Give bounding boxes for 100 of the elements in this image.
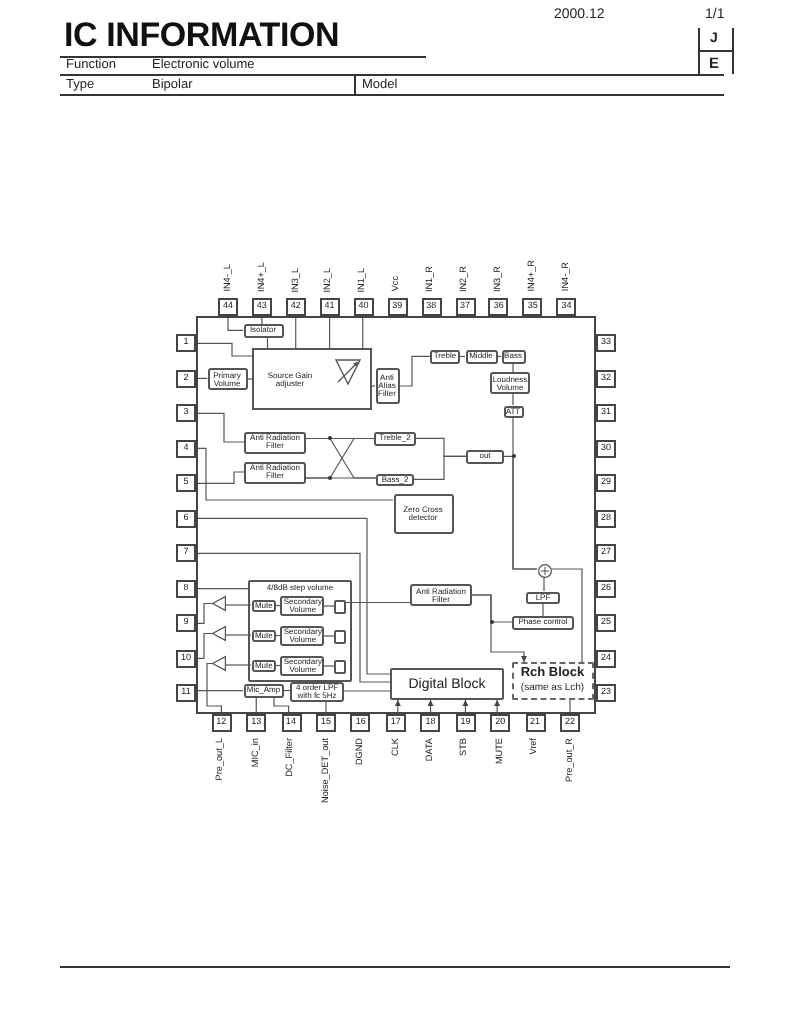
pin-box [176,404,196,423]
connector-line [195,517,391,675]
connector-line [206,662,222,715]
pin-box [353,298,374,316]
pin-box [176,474,196,493]
function-block [376,473,414,486]
pin-box [251,298,272,316]
connector-line [274,634,281,637]
function-block [390,668,504,700]
arrow [427,699,434,715]
chip-outline [196,316,596,714]
function-block [393,494,453,534]
page-title: IC INFORMATION [64,18,340,52]
connector-line [225,634,252,636]
connector-line [325,701,327,715]
pin-box [385,714,406,732]
pin-box [596,544,616,563]
pin-box [176,509,196,528]
pin-box [596,474,616,493]
pin-box [488,298,509,316]
connector-line [195,471,245,484]
pin-box [420,714,441,732]
connector-line [345,601,411,604]
amplifier-triangle [212,596,226,611]
pin-box [596,369,616,388]
connector-line [543,576,545,592]
connector-line [273,696,290,715]
arrow [462,699,469,715]
summing-junction [537,563,551,577]
pin-box [596,404,616,423]
pin-box [556,298,577,316]
small-block [334,599,347,614]
arrow [494,699,501,715]
pin-box [596,439,616,458]
connector-line [195,690,244,692]
pin-box [387,298,408,316]
connector-line [323,635,335,637]
pin-box [281,714,302,732]
connector-line [195,588,249,590]
connector-line [195,552,391,683]
connector-line [512,362,514,373]
connector-line [195,602,213,624]
connector-line [195,412,245,443]
connector-line [512,393,514,406]
connector-line [266,336,269,349]
connector-line [274,664,281,667]
connector-line [413,455,467,480]
function-block [512,616,574,629]
connector-line [503,455,538,570]
small-block [334,629,347,644]
pin-box [596,579,616,598]
connector-line [195,632,213,659]
group-box [248,580,352,681]
pin-box [176,544,196,563]
connector-line [225,664,252,666]
connector-line [496,355,502,358]
pin-box [596,684,616,703]
pin-box [176,649,196,668]
pin-box [176,579,196,598]
function-block [374,432,416,445]
function-block [243,324,283,337]
pin-box [596,614,616,633]
function-block [252,348,372,410]
connector-line [323,605,335,607]
connector-line [295,315,297,349]
dashed-block [512,662,593,700]
connector-line [283,689,291,692]
pin-box [596,649,616,668]
connector-line [569,699,571,715]
connector-line [459,355,466,358]
connector-line [398,355,431,387]
connector-line [328,315,331,349]
pin-box [455,714,476,732]
pin-box [455,298,475,316]
connector-line [227,315,244,331]
connector-line [343,690,391,692]
pin-box [246,714,267,732]
connector-line [274,604,281,607]
connector-line [195,342,253,357]
connector-line [225,604,252,606]
pin-box [176,614,196,633]
pin-box [176,439,196,458]
pin-box [596,334,616,353]
connector-line [195,447,394,501]
pin-box [218,298,238,316]
pin-box [319,298,340,316]
pin-box [490,714,511,732]
amplifier-triangle [212,626,226,641]
pin-box [176,334,196,353]
function-block [466,450,504,463]
connector-line [362,315,364,349]
pin-box [285,298,306,316]
function-block [375,368,399,404]
connector-line [542,603,544,617]
connector-line [550,568,583,663]
pin-box [522,298,543,316]
arrow [394,699,401,715]
connector-line [246,378,253,380]
amplifier-triangle [212,656,226,671]
pin-box [350,714,371,732]
